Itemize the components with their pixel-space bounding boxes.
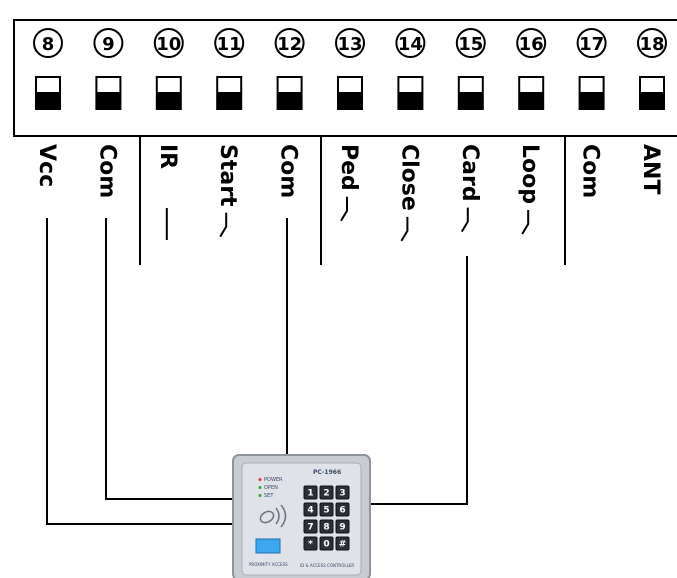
card-reader-symbol [259,504,287,528]
keypad-key-label: * [308,540,313,550]
terminal-number-circle [153,28,184,58]
terminal-block: 8 9 10 11 12 13 14 15 16 17 18 [13,19,677,137]
terminal-screw-fill [36,92,60,109]
keypad-key[interactable] [319,536,334,551]
keypad-key[interactable] [335,485,350,500]
keypad-key-label: 7 [307,523,313,533]
terminal-screw-fill [156,92,181,109]
terminal-screw-fill [579,92,604,109]
contact-symbol [400,216,409,242]
terminal-number: 9 [102,34,115,55]
keypad-key[interactable] [319,519,334,534]
terminal-screw-fill [217,92,242,109]
terminal-screw-fill [338,92,362,109]
terminal-label: Com [578,144,603,198]
terminal-label: Card [457,144,482,202]
contact-symbol [460,207,469,233]
contact-symbol [521,210,530,235]
indicator-led [258,478,262,481]
terminal-number-circle [335,28,365,58]
indicator-led [258,494,262,497]
terminal-number-circle [395,28,426,58]
keypad-key[interactable] [335,502,350,517]
keypad-key-label: 0 [323,540,329,550]
terminal-number: 10 [156,34,181,55]
wires [46,218,468,525]
keypad-key[interactable] [319,502,334,517]
wire-card [365,256,468,505]
terminal-number: 8 [42,34,55,55]
keypad-key[interactable] [303,502,318,517]
terminal-label: Start [215,144,240,207]
group-separators [139,137,566,265]
contact-symbol [219,212,228,238]
terminal-label: ANT [638,144,663,194]
keypad-model: PC-1966 [313,469,341,476]
indicator-label: OPEN [264,485,278,491]
keypad-key-label: 2 [323,489,329,499]
wire-vcc [46,218,248,525]
terminal-number-circle [33,28,63,58]
keypad-key[interactable] [335,536,350,551]
terminal-number-circle [93,28,124,58]
terminal-number: 18 [639,34,664,55]
terminal-label: Com [94,144,119,198]
terminal-screw-fill [519,92,544,109]
terminal-label: Vcc [34,144,59,187]
keypad-display [255,538,281,554]
terminal-number: 15 [458,34,483,55]
indicator-label: SET [264,493,274,499]
terminal-label: IR [155,144,180,169]
keypad-key[interactable] [335,519,350,534]
terminal-label: Com [276,144,301,198]
terminal-number-circle [516,28,547,58]
keypad-key[interactable] [303,485,318,500]
terminal-number: 14 [398,34,423,55]
keypad-key-label: 1 [307,489,313,499]
keypad-footer-right: ID & ACCESS CONTROLLER [300,563,354,568]
terminal-number: 13 [337,34,362,55]
terminal-number-circle [576,28,607,58]
terminal-label: Close [396,144,421,211]
keypad-key-label: 6 [339,506,345,516]
terminal-screw-fill [277,92,302,109]
terminal-screw-fill [96,92,121,109]
keypad-key-label: 3 [339,489,345,499]
rfid-icon [259,510,275,524]
keypad-key-label: 8 [323,523,329,533]
keypad-key-label: # [339,540,347,550]
terminal-number: 17 [579,34,604,55]
keypad-key[interactable] [303,519,318,534]
terminal-screw-fill [458,92,483,109]
keypad-key-label: 9 [339,523,345,533]
contact-symbol [340,196,348,222]
terminal-number-circle [274,28,305,58]
keypad-key[interactable] [319,485,334,500]
wire-com [105,218,248,500]
terminal-screw-fill [640,92,664,109]
terminal-number-circle [214,28,245,58]
terminal-number: 11 [217,34,242,55]
keypad-key-label: 4 [307,506,313,516]
indicator-led [258,486,262,489]
terminal-number: 12 [277,34,302,55]
terminal-label: Ped [336,144,361,191]
terminal-label: Loop [517,144,542,204]
terminal-screw-fill [398,92,423,109]
keypad-footer-left: PROXIMITY ACCESS [249,562,288,567]
keypad-key[interactable] [303,536,318,551]
terminal-number-circle [637,28,667,58]
terminal-number-circle [455,28,486,58]
indicator-label: POWER [264,477,283,483]
terminal-number: 16 [519,34,544,55]
keypad-key-label: 5 [323,506,329,516]
